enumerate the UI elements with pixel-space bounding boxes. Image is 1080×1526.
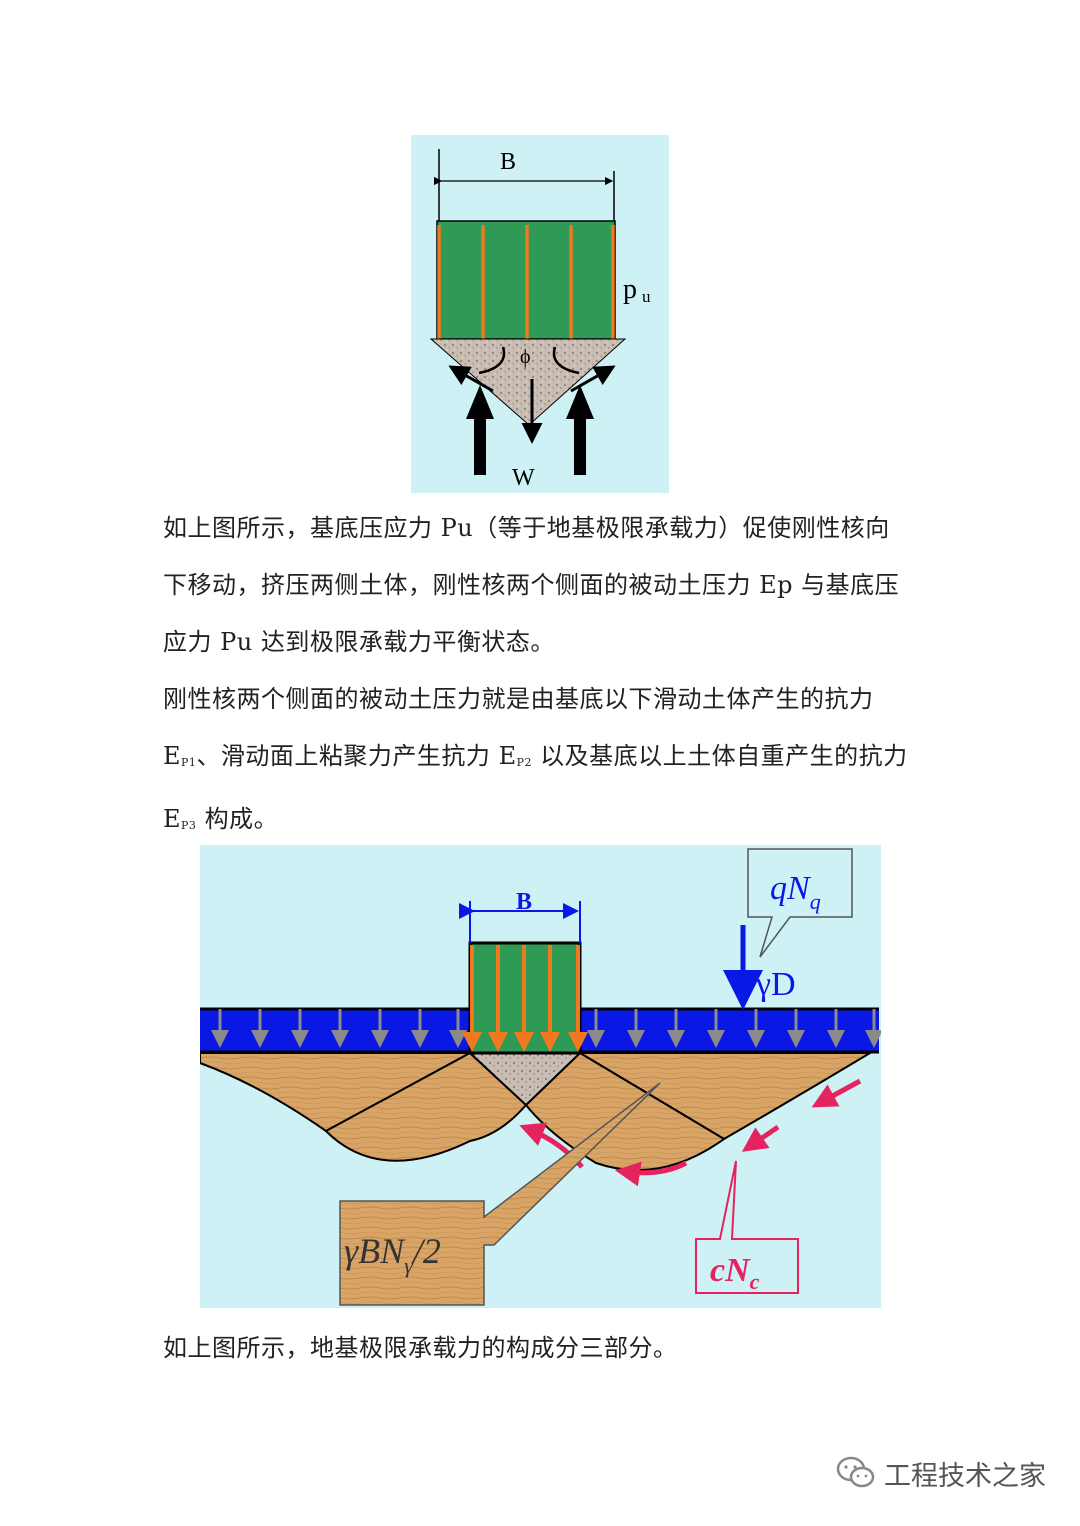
width-label: B [500,149,516,175]
paragraph-line: EP1、滑动面上粘聚力产生抗力 EP2 以及基底以上土体自重产生的抗力 [163,742,908,770]
explanation-paragraph-2: 刚性核两个侧面的被动土压力就是由基底以下滑动土体产生的抗力 EP1、滑动面上粘聚… [163,671,923,854]
angle-arc-left [478,346,506,375]
paragraph-line: 应力 Pu 达到极限承载力平衡状态。 [163,628,555,656]
gamma-bn-label: γBNγ/2 [344,1231,441,1278]
bearing-capacity-figure: B qNq γD γBNγ/2 cNc [200,845,881,1308]
overburden-arrows [211,1009,881,1048]
wechat-icon [836,1456,875,1488]
qnq-label: qNq [770,870,821,914]
gamma-bn-callout [339,1082,661,1306]
qnq-callout [747,848,853,958]
paragraph-line: 如上图所示，基底压应力 Pu（等于地基极限承载力）促使刚性核向 [163,514,890,542]
account-name: 工程技术之家 [884,1460,1046,1492]
account-watermark: 工程技术之家 [836,1453,1046,1493]
weight-label: W [512,465,535,491]
paragraph-line: 下移动，挤压两侧土体，刚性核两个侧面的被动土压力 Ep 与基底压 [163,571,900,599]
paragraph-line: 刚性核两个侧面的被动土压力就是由基底以下滑动土体产生的抗力 [163,685,874,713]
explanation-paragraph-3: 如上图所示，地基极限承载力的构成分三部分。 [163,1334,678,1362]
gamma-d-label: γD [755,966,796,1003]
explanation-paragraph-1: 如上图所示，基底压应力 Pu（等于地基极限承载力）促使刚性核向 下移动，挤压两侧… [163,500,923,671]
pressure-arrows [462,945,588,1052]
cnc-callout [695,1160,799,1294]
paragraph-line: EP3 构成。 [163,805,279,833]
angle-label: ϕ [520,346,531,368]
cnc-label: cNc [710,1252,760,1294]
force-arrows [448,365,616,475]
pressure-lines [437,225,615,341]
width-label: B [516,889,532,915]
angle-arc-right [552,346,580,375]
